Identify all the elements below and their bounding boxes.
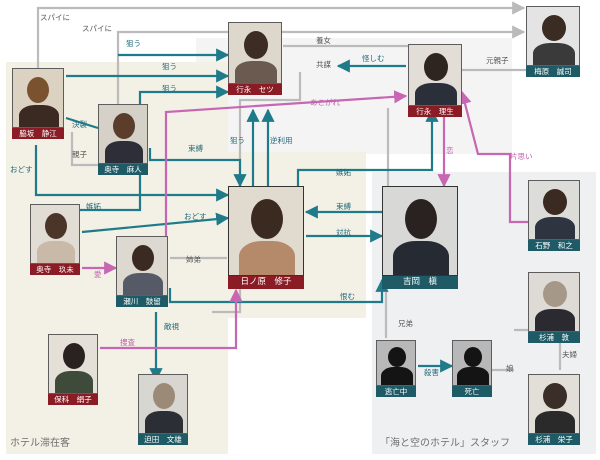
- label-longing: あこがれ: [310, 98, 340, 107]
- label-murder: 殺害: [424, 368, 439, 377]
- label-one-sided-love: 片思い: [510, 152, 533, 161]
- label-spy2: スパイに: [82, 24, 112, 33]
- name-label: 迫田 文雄: [138, 434, 188, 445]
- line-spy2: [116, 25, 526, 104]
- line-parent-child: [70, 132, 98, 167]
- label-ex-parent: 元親子: [486, 56, 509, 65]
- person-sugiura-atsushi: 杉浦 敦: [528, 272, 580, 344]
- portrait: [138, 374, 188, 434]
- label-restrain2: 束縛: [336, 202, 351, 211]
- line-longing: [164, 90, 408, 236]
- portrait: [528, 374, 580, 434]
- person-umehara: 梅原 誠司: [526, 6, 580, 78]
- label-daughter: 娘: [506, 364, 514, 373]
- name-label: 杉浦 栄子: [528, 434, 580, 445]
- person-sugiura-eiko: 杉浦 栄子: [528, 374, 580, 446]
- person-rio: 行永 理生: [408, 44, 462, 118]
- label-threaten1: おどす: [10, 165, 33, 174]
- person-ishino: 石野 和之: [528, 180, 580, 252]
- name-label: 梅原 誠司: [526, 66, 580, 77]
- line-showdown: [65, 116, 99, 130]
- label-love2: 愛: [94, 270, 102, 279]
- name-label: 行永 理生: [408, 106, 462, 117]
- name-label: 奥寺 玖未: [30, 264, 80, 275]
- line-grudge: [168, 278, 389, 304]
- line-jealousy2: [296, 108, 439, 186]
- line-collusion: [212, 72, 302, 314]
- zone-title-guests: ホテル滞在客: [10, 438, 70, 449]
- name-label: 杉浦 敦: [528, 332, 580, 343]
- person-yoshioka: 吉岡 槇: [382, 186, 458, 290]
- label-brothers: 兄弟: [398, 319, 413, 328]
- label-collusion: 共謀: [316, 60, 331, 69]
- silhouette: [376, 340, 416, 386]
- label-aim4: 狙う: [230, 136, 245, 145]
- person-wakisaka: 脇坂 静江: [12, 68, 64, 140]
- portrait: [228, 186, 304, 276]
- person-segawa: 瀬川 鼓留: [116, 236, 168, 308]
- name-label: 脇坂 静江: [12, 128, 64, 139]
- label-jealousy2: 嫉妬: [336, 168, 351, 177]
- person-okudera-kumi: 奥寺 玖未: [30, 204, 80, 276]
- label-suspicious: 怪しむ: [362, 54, 385, 63]
- label-investigate: 捜査: [120, 338, 135, 347]
- name-label: 行永 セツ: [228, 84, 282, 95]
- label-parent-child: 親子: [72, 150, 87, 159]
- line-spy1: [36, 1, 526, 76]
- label-exploit: 逆利用: [270, 136, 293, 145]
- portrait: [526, 6, 580, 66]
- name-label: 逃亡中: [376, 386, 416, 397]
- portrait: [528, 180, 580, 240]
- name-label: 瀬川 鼓留: [116, 296, 168, 307]
- person-dead: 死亡: [452, 340, 492, 398]
- label-love: 恋: [446, 146, 454, 155]
- silhouette: [452, 340, 492, 386]
- person-hosina: 保科 絹子: [48, 334, 98, 406]
- label-adopted: 養女: [316, 36, 331, 45]
- line-one-sided-love: [458, 90, 528, 224]
- label-hostility: 敵視: [164, 322, 179, 331]
- label-jealousy1: 嫉妬: [86, 202, 101, 211]
- label-aim1: 狙う: [126, 39, 141, 48]
- zone-title-staff: 「海と空のホテル」スタッフ: [380, 438, 510, 449]
- portrait: [528, 272, 580, 332]
- person-setsu: 行永 セツ: [228, 22, 282, 96]
- label-siblings: 姉弟: [186, 255, 201, 264]
- label-showdown: 決裂: [72, 120, 87, 129]
- portrait: [228, 22, 282, 84]
- portrait: [12, 68, 64, 128]
- person-hinohara: 日ノ原 修子: [228, 186, 304, 290]
- portrait: [48, 334, 98, 394]
- line-investigate: [100, 288, 243, 350]
- person-sakoda: 迫田 文雄: [138, 374, 188, 446]
- person-okudera-asato: 奥寺 麻人: [98, 104, 148, 176]
- portrait: [408, 44, 462, 106]
- label-married: 夫婦: [562, 350, 577, 359]
- name-label: 奥寺 麻人: [98, 164, 148, 175]
- person-escapee: 逃亡中: [376, 340, 416, 398]
- label-aim2: 狙う: [162, 62, 177, 71]
- name-label: 死亡: [452, 386, 492, 397]
- name-label: 日ノ原 修子: [228, 276, 304, 289]
- line-threaten1: [34, 145, 230, 202]
- line-restrain1: [148, 148, 247, 188]
- portrait: [116, 236, 168, 296]
- portrait: [30, 204, 80, 264]
- label-grudge: 恨む: [340, 292, 355, 301]
- line-aim3: [138, 85, 230, 104]
- label-restrain1: 束縛: [188, 144, 203, 153]
- line-threaten2: [81, 212, 230, 234]
- label-spy1: スパイに: [40, 13, 70, 22]
- name-label: 石野 和之: [528, 240, 580, 251]
- portrait: [382, 186, 458, 276]
- name-label: 吉岡 槇: [382, 276, 458, 289]
- label-rivalry: 対抗: [336, 228, 351, 237]
- label-threaten2: おどす: [184, 212, 207, 221]
- label-aim3: 狙う: [162, 84, 177, 93]
- name-label: 保科 絹子: [48, 394, 98, 405]
- portrait: [98, 104, 148, 164]
